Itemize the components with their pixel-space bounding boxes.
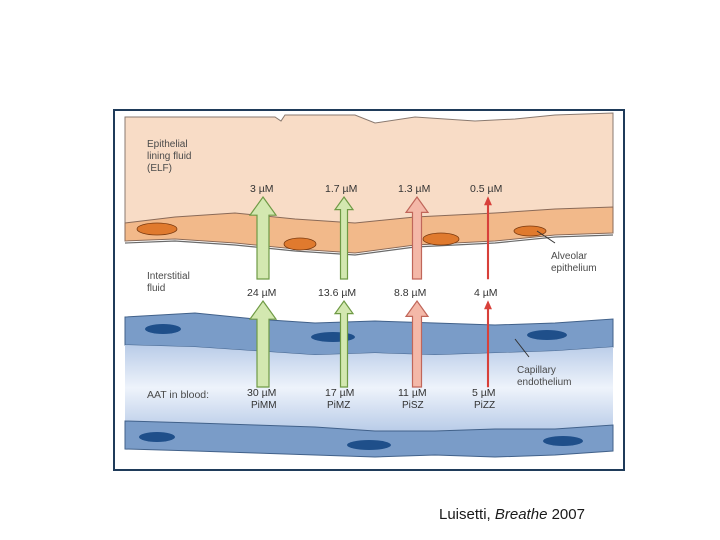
endothelial-nucleus — [311, 332, 355, 342]
endothelial-nucleus — [347, 440, 391, 450]
citation-journal: Breathe — [494, 506, 548, 523]
genotype-label: PiSZ — [402, 400, 424, 411]
transport-arrows — [248, 195, 492, 388]
elf-concentration: 1.7 µM — [325, 183, 358, 195]
interstitial-concentration: 24 µM — [247, 287, 277, 299]
transport-arrow — [248, 299, 278, 388]
elf-concentration: 0.5 µM — [470, 183, 503, 195]
endothelial-nucleus — [543, 436, 583, 446]
transport-arrow — [484, 300, 492, 388]
endothelial-nucleus — [139, 432, 175, 442]
transport-arrow — [333, 299, 355, 388]
aat-blood-label: AAT in blood: — [147, 389, 210, 401]
alveolar-pointer — [536, 230, 556, 244]
epithelial-nucleus — [422, 232, 460, 246]
capillary-pointer — [514, 338, 530, 358]
citation-author: Luisetti, — [439, 506, 495, 523]
epithelial-nucleus — [136, 222, 178, 236]
transport-arrow — [333, 195, 355, 280]
transport-arrow — [404, 299, 430, 388]
elf-concentration: 1.3 µM — [398, 183, 431, 195]
citation: Luisetti, Breathe 2007 — [439, 506, 585, 523]
elf-concentration: 3 µM — [250, 183, 274, 195]
interstitial-concentration: 4 µM — [474, 287, 498, 299]
epithelial-nucleus — [283, 237, 317, 251]
transport-arrow — [404, 195, 430, 280]
blood-concentration: 5 µM — [472, 387, 496, 399]
blood-lumen — [125, 345, 613, 431]
capillary-endothelium-lower — [124, 420, 614, 458]
epithelial-nucleus — [513, 225, 547, 237]
alveolar-epithelium-layer — [124, 206, 614, 254]
genotype-label: PiMM — [251, 400, 277, 411]
blood-concentration: 11 µM — [398, 387, 427, 399]
citation-year: 2007 — [547, 506, 585, 523]
interstitial-concentration: 8.8 µM — [394, 287, 427, 299]
genotype-label: PiMZ — [327, 400, 351, 411]
blood-concentration: 17 µM — [325, 387, 355, 399]
aat-transport-diagram — [124, 112, 614, 458]
transport-arrow — [484, 196, 492, 280]
endothelial-nucleus — [527, 330, 567, 340]
blood-concentration: 30 µM — [247, 387, 277, 399]
genotype-label: PiZZ — [474, 400, 496, 411]
endothelial-nucleus — [145, 324, 181, 334]
interstitial-concentration: 13.6 µM — [318, 287, 357, 299]
epithelium-basement-line — [124, 234, 614, 256]
transport-arrow — [248, 195, 278, 280]
